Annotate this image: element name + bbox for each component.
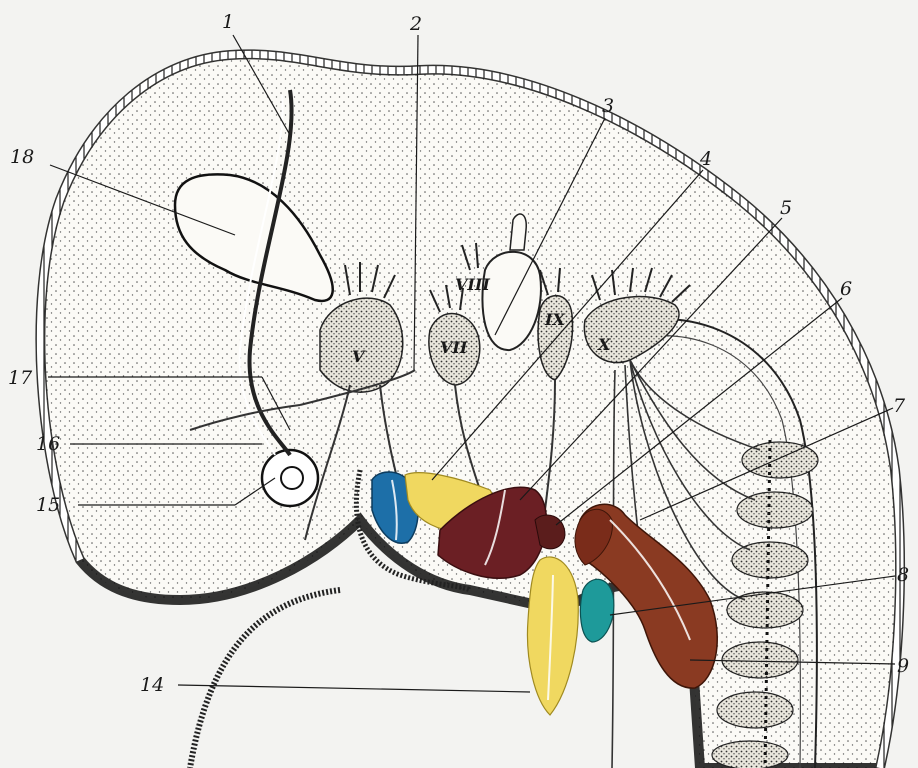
label-15: 15	[36, 494, 60, 516]
label-18: 18	[10, 146, 34, 168]
label-1: 1	[222, 11, 234, 33]
roman-V: V	[352, 347, 366, 366]
label-4: 4	[699, 148, 712, 170]
label-6: 6	[840, 278, 852, 300]
label-17: 17	[8, 367, 33, 389]
amnion-line	[190, 590, 340, 768]
label-2: 2	[409, 13, 422, 35]
label-7: 7	[893, 395, 906, 417]
label-8: 8	[897, 564, 909, 586]
label-9: 9	[897, 655, 909, 677]
trigeminal-ganglion	[320, 298, 403, 392]
label-3: 3	[602, 95, 614, 117]
label-14: 14	[140, 674, 164, 696]
roman-VII: VII	[440, 338, 468, 357]
label-5: 5	[780, 197, 792, 219]
label-16: 16	[36, 433, 60, 455]
arch-teal	[580, 579, 613, 642]
roman-VIII: VIII	[455, 275, 490, 294]
eye-lens	[281, 467, 303, 489]
roman-X: X	[597, 335, 611, 354]
roman-IX: IX	[544, 310, 565, 329]
